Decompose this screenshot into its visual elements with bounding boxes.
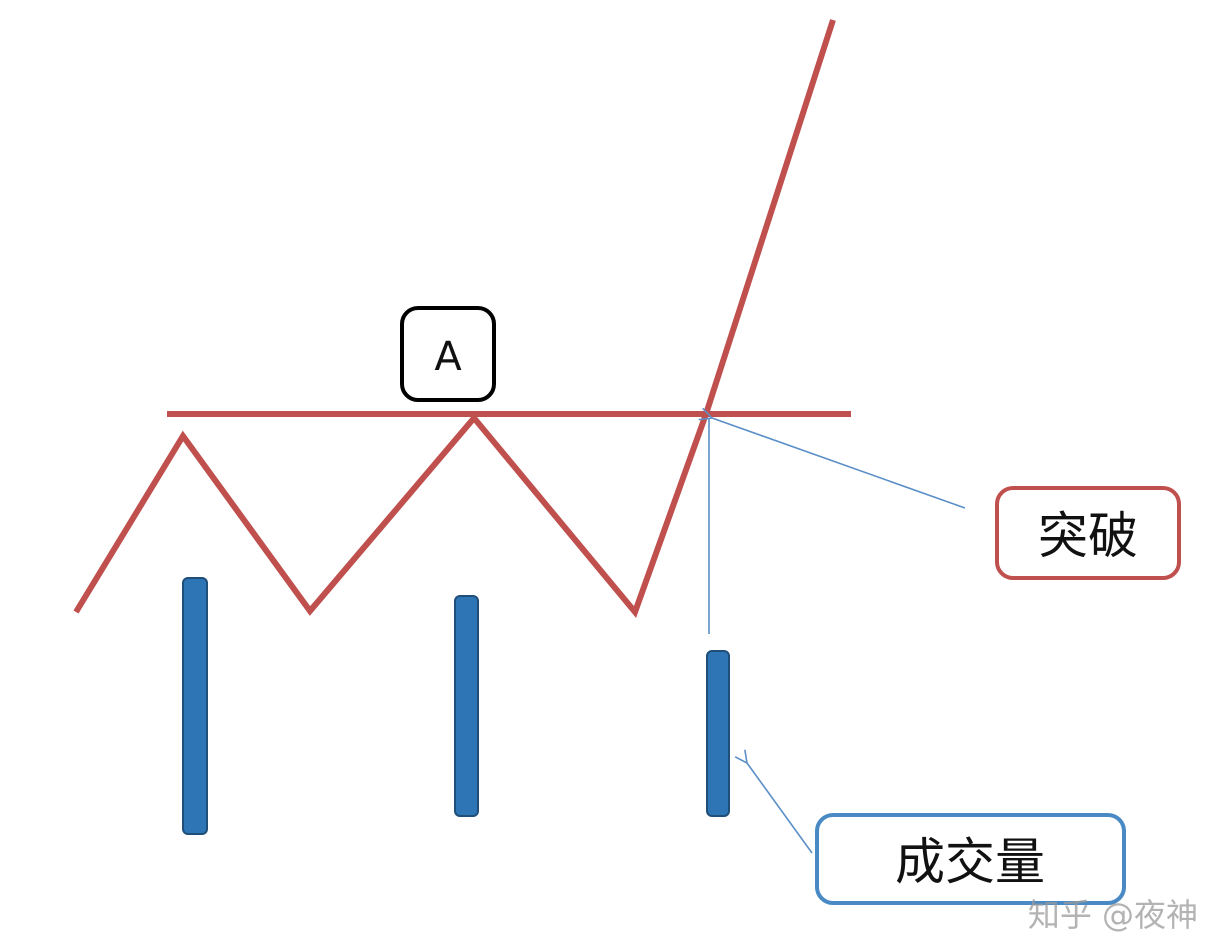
- breakout-label-box: 突破: [995, 486, 1181, 580]
- volume-bar-2: [454, 595, 479, 817]
- volume-bar-1: [182, 577, 208, 835]
- breakout-pointer-arrow: [712, 418, 966, 509]
- label-a-text: A: [434, 334, 462, 380]
- volume-label-box: 成交量: [815, 813, 1126, 905]
- watermark-text: 知乎 @夜神: [1028, 896, 1198, 934]
- breakout-label-text: 突破: [1038, 507, 1138, 565]
- volume-bar-3: [706, 650, 730, 817]
- label-a-box: A: [400, 306, 496, 402]
- volume-label-text: 成交量: [895, 833, 1045, 891]
- volume-pointer-arrow: [747, 763, 813, 854]
